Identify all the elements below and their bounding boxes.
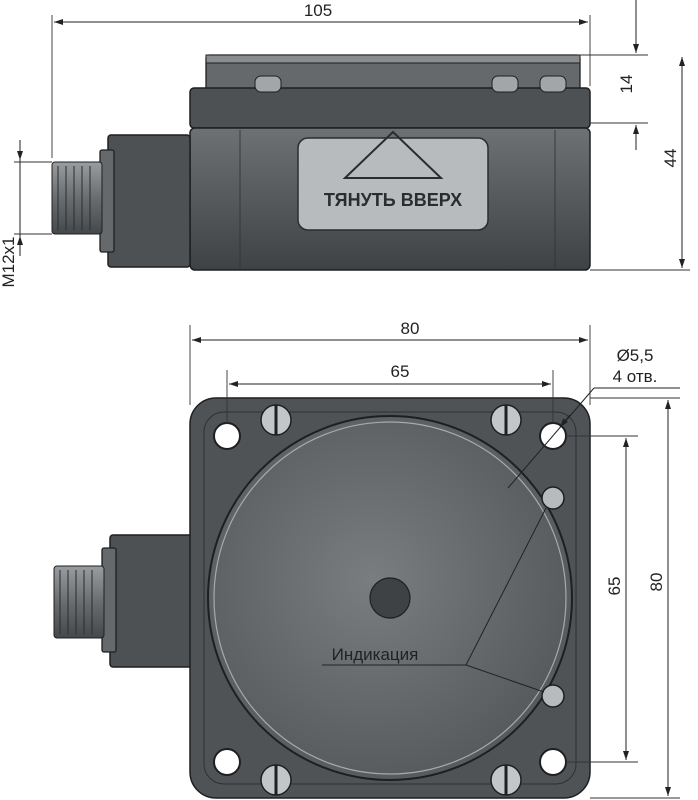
- indication-label: Индикация: [332, 645, 419, 664]
- arrow-up-icon: [342, 130, 444, 179]
- front-thread-body: [53, 565, 105, 639]
- mounting-hole: [213, 422, 241, 450]
- center-mark: [369, 577, 411, 619]
- screws: [260, 404, 522, 796]
- dim-44: 44: [590, 57, 690, 271]
- side-screw-head: [254, 75, 282, 93]
- hole-diameter-label: Ø5,5: [617, 346, 654, 365]
- side-view: ТЯНУТЬ ВВЕРХ: [51, 54, 591, 271]
- dim-80-vertical: 80: [590, 397, 680, 799]
- indicator-led: [541, 684, 565, 708]
- dim-thread: M12x1: [0, 140, 52, 288]
- side-screw-head: [491, 75, 519, 93]
- hole-callout: Ø5,5 4 отв.: [507, 346, 680, 489]
- connector-thread-body: [51, 161, 103, 235]
- sensing-face-rim: [213, 421, 567, 775]
- dim-80-horizontal-label: 80: [401, 319, 420, 338]
- dim-65-horizontal: 65: [226, 362, 554, 424]
- hole-count-label: 4 отв.: [613, 367, 658, 386]
- side-screw-head: [539, 75, 567, 93]
- side-screw-heads: [254, 75, 567, 93]
- front-view: [53, 397, 591, 799]
- dim-80-vertical-label: 80: [647, 573, 666, 592]
- connector-housing: [107, 134, 191, 268]
- front-body-inner-frame: [203, 411, 577, 785]
- pull-up-label-text: ТЯНУТЬ ВВЕРХ: [324, 190, 462, 210]
- dim-44-label: 44: [661, 149, 680, 168]
- mounting-hole: [539, 748, 567, 776]
- pull-up-label-plate: [297, 137, 489, 231]
- dim-105: 105: [51, 1, 591, 158]
- dim-65-vertical: 65: [566, 435, 638, 763]
- front-connector-housing: [109, 534, 195, 668]
- dim-65-vertical-label: 65: [605, 577, 624, 596]
- connector-thread: [51, 161, 103, 235]
- dim-thread-label: M12x1: [0, 236, 18, 287]
- dim-14-label: 14: [617, 75, 636, 94]
- front-connector-thread: [53, 565, 105, 639]
- dim-105-label: 105: [304, 1, 332, 20]
- side-view-lid-top: [205, 54, 581, 64]
- dim-80-horizontal: 80: [189, 319, 591, 405]
- dim-65-horizontal-label: 65: [391, 362, 410, 381]
- indication-callout: Индикация: [322, 507, 547, 693]
- dim-14: 14: [580, 0, 648, 150]
- side-view-flange: [189, 87, 591, 129]
- indicator-led: [541, 486, 565, 510]
- mounting-hole: [213, 748, 241, 776]
